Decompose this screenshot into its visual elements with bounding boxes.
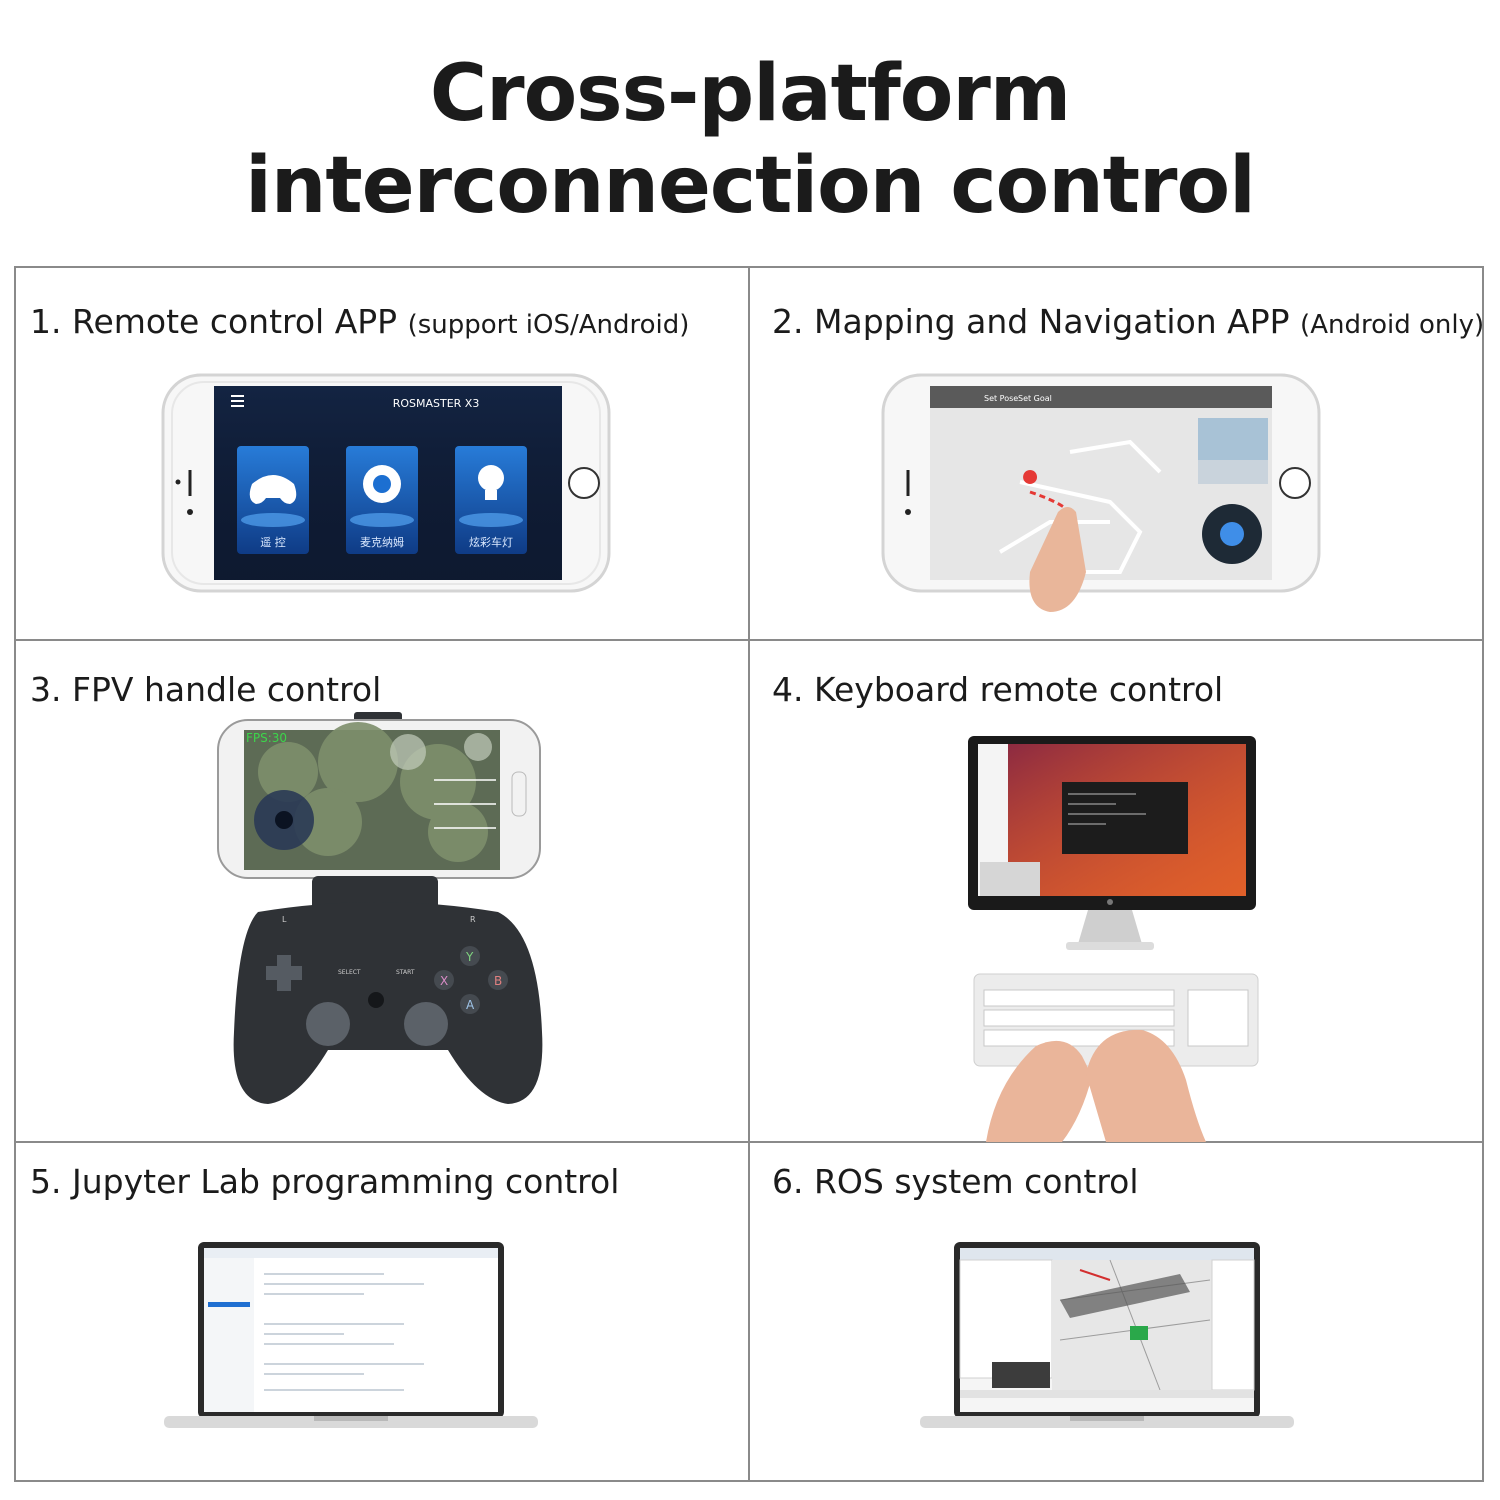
robot-model xyxy=(1130,1326,1148,1340)
svg-text:A: A xyxy=(466,998,475,1012)
svg-text:麦克纳姆: 麦克纳姆 xyxy=(360,535,404,549)
svg-text:遥 控: 遥 控 xyxy=(260,535,286,549)
keyboard-remote-illustration xyxy=(968,736,1259,1142)
fps-overlay: FPS:30 xyxy=(246,731,287,745)
app-tile-lights: 炫彩车灯 xyxy=(455,446,527,554)
phone-camera-icon xyxy=(187,509,193,515)
app-screen-title: ROSMASTER X3 xyxy=(393,397,480,410)
app-tile-remote: 遥 控 xyxy=(237,446,309,554)
gamepad-body xyxy=(233,902,543,1104)
occupancy-map xyxy=(998,439,1162,574)
page-headline: Cross-platform interconnection control xyxy=(0,48,1500,232)
svg-text:L: L xyxy=(282,915,287,924)
cell-6-title: 6. ROS system control xyxy=(772,1162,1139,1201)
apple-logo xyxy=(1107,899,1113,905)
grid-divider-vertical xyxy=(748,266,750,1482)
fpv-gamepad-illustration: FPS:30 L R SELECT START Y X B A xyxy=(217,712,543,1104)
left-thumbstick xyxy=(306,1002,350,1046)
svg-text:Y: Y xyxy=(465,950,474,964)
ros-laptop-illustration xyxy=(920,1242,1294,1428)
laptop-base xyxy=(920,1416,1294,1428)
camera-image-panel xyxy=(992,1362,1050,1388)
headline-line-2: interconnection control xyxy=(245,141,1256,231)
svg-text:Set Pose: Set Pose xyxy=(984,394,1018,403)
cell-5-title: 5. Jupyter Lab programming control xyxy=(30,1162,620,1201)
grid-divider-row-1 xyxy=(14,639,1484,641)
svg-text:X: X xyxy=(440,974,448,988)
map-pin-icon xyxy=(1023,470,1038,484)
left-hand xyxy=(986,1040,1092,1142)
menu-icon xyxy=(231,395,244,407)
terminal-window xyxy=(1062,782,1188,854)
cell-3-title: 3. FPV handle control xyxy=(30,670,382,709)
grid-divider-row-2 xyxy=(14,1141,1484,1143)
cell-1-title: 1. Remote control APP (support iOS/Andro… xyxy=(30,302,690,341)
right-hand xyxy=(1086,1029,1206,1142)
headline-line-1: Cross-platform xyxy=(429,49,1071,139)
lightbulb-icon xyxy=(478,465,504,491)
rviz-3d-view xyxy=(1052,1260,1212,1390)
right-thumbstick xyxy=(404,1002,448,1046)
dpad-icon xyxy=(266,955,302,991)
home-button-icon xyxy=(1279,467,1311,499)
svg-text:Set Goal: Set Goal xyxy=(1018,394,1052,403)
phone-camera-icon xyxy=(905,509,911,515)
cell-4-title: 4. Keyboard remote control xyxy=(772,670,1224,709)
pointing-hand xyxy=(1029,507,1086,612)
svg-text:START: START xyxy=(396,969,415,976)
home-button-icon xyxy=(568,467,600,499)
svg-text:炫彩车灯: 炫彩车灯 xyxy=(469,535,513,549)
monitor-stand xyxy=(1078,910,1142,944)
map-toolbar xyxy=(930,386,1272,408)
laptop-base xyxy=(164,1416,538,1428)
jupyter-laptop-illustration xyxy=(164,1242,538,1428)
face-buttons: Y X B A xyxy=(434,946,508,1014)
app-tile-mecanum: 麦克纳姆 xyxy=(346,446,418,554)
svg-text:R: R xyxy=(470,915,476,924)
svg-text:B: B xyxy=(494,974,502,988)
cell-2-title: 2. Mapping and Navigation APP (Android o… xyxy=(772,302,1485,341)
gamepad-icon xyxy=(249,475,297,504)
phone-remote-app-illustration: ROSMASTER X3 遥 控 麦克纳姆 炫彩车灯 xyxy=(161,373,611,593)
phone-mapping-app-illustration: Set Pose Set Goal xyxy=(881,373,1321,612)
svg-text:SELECT: SELECT xyxy=(338,969,361,976)
